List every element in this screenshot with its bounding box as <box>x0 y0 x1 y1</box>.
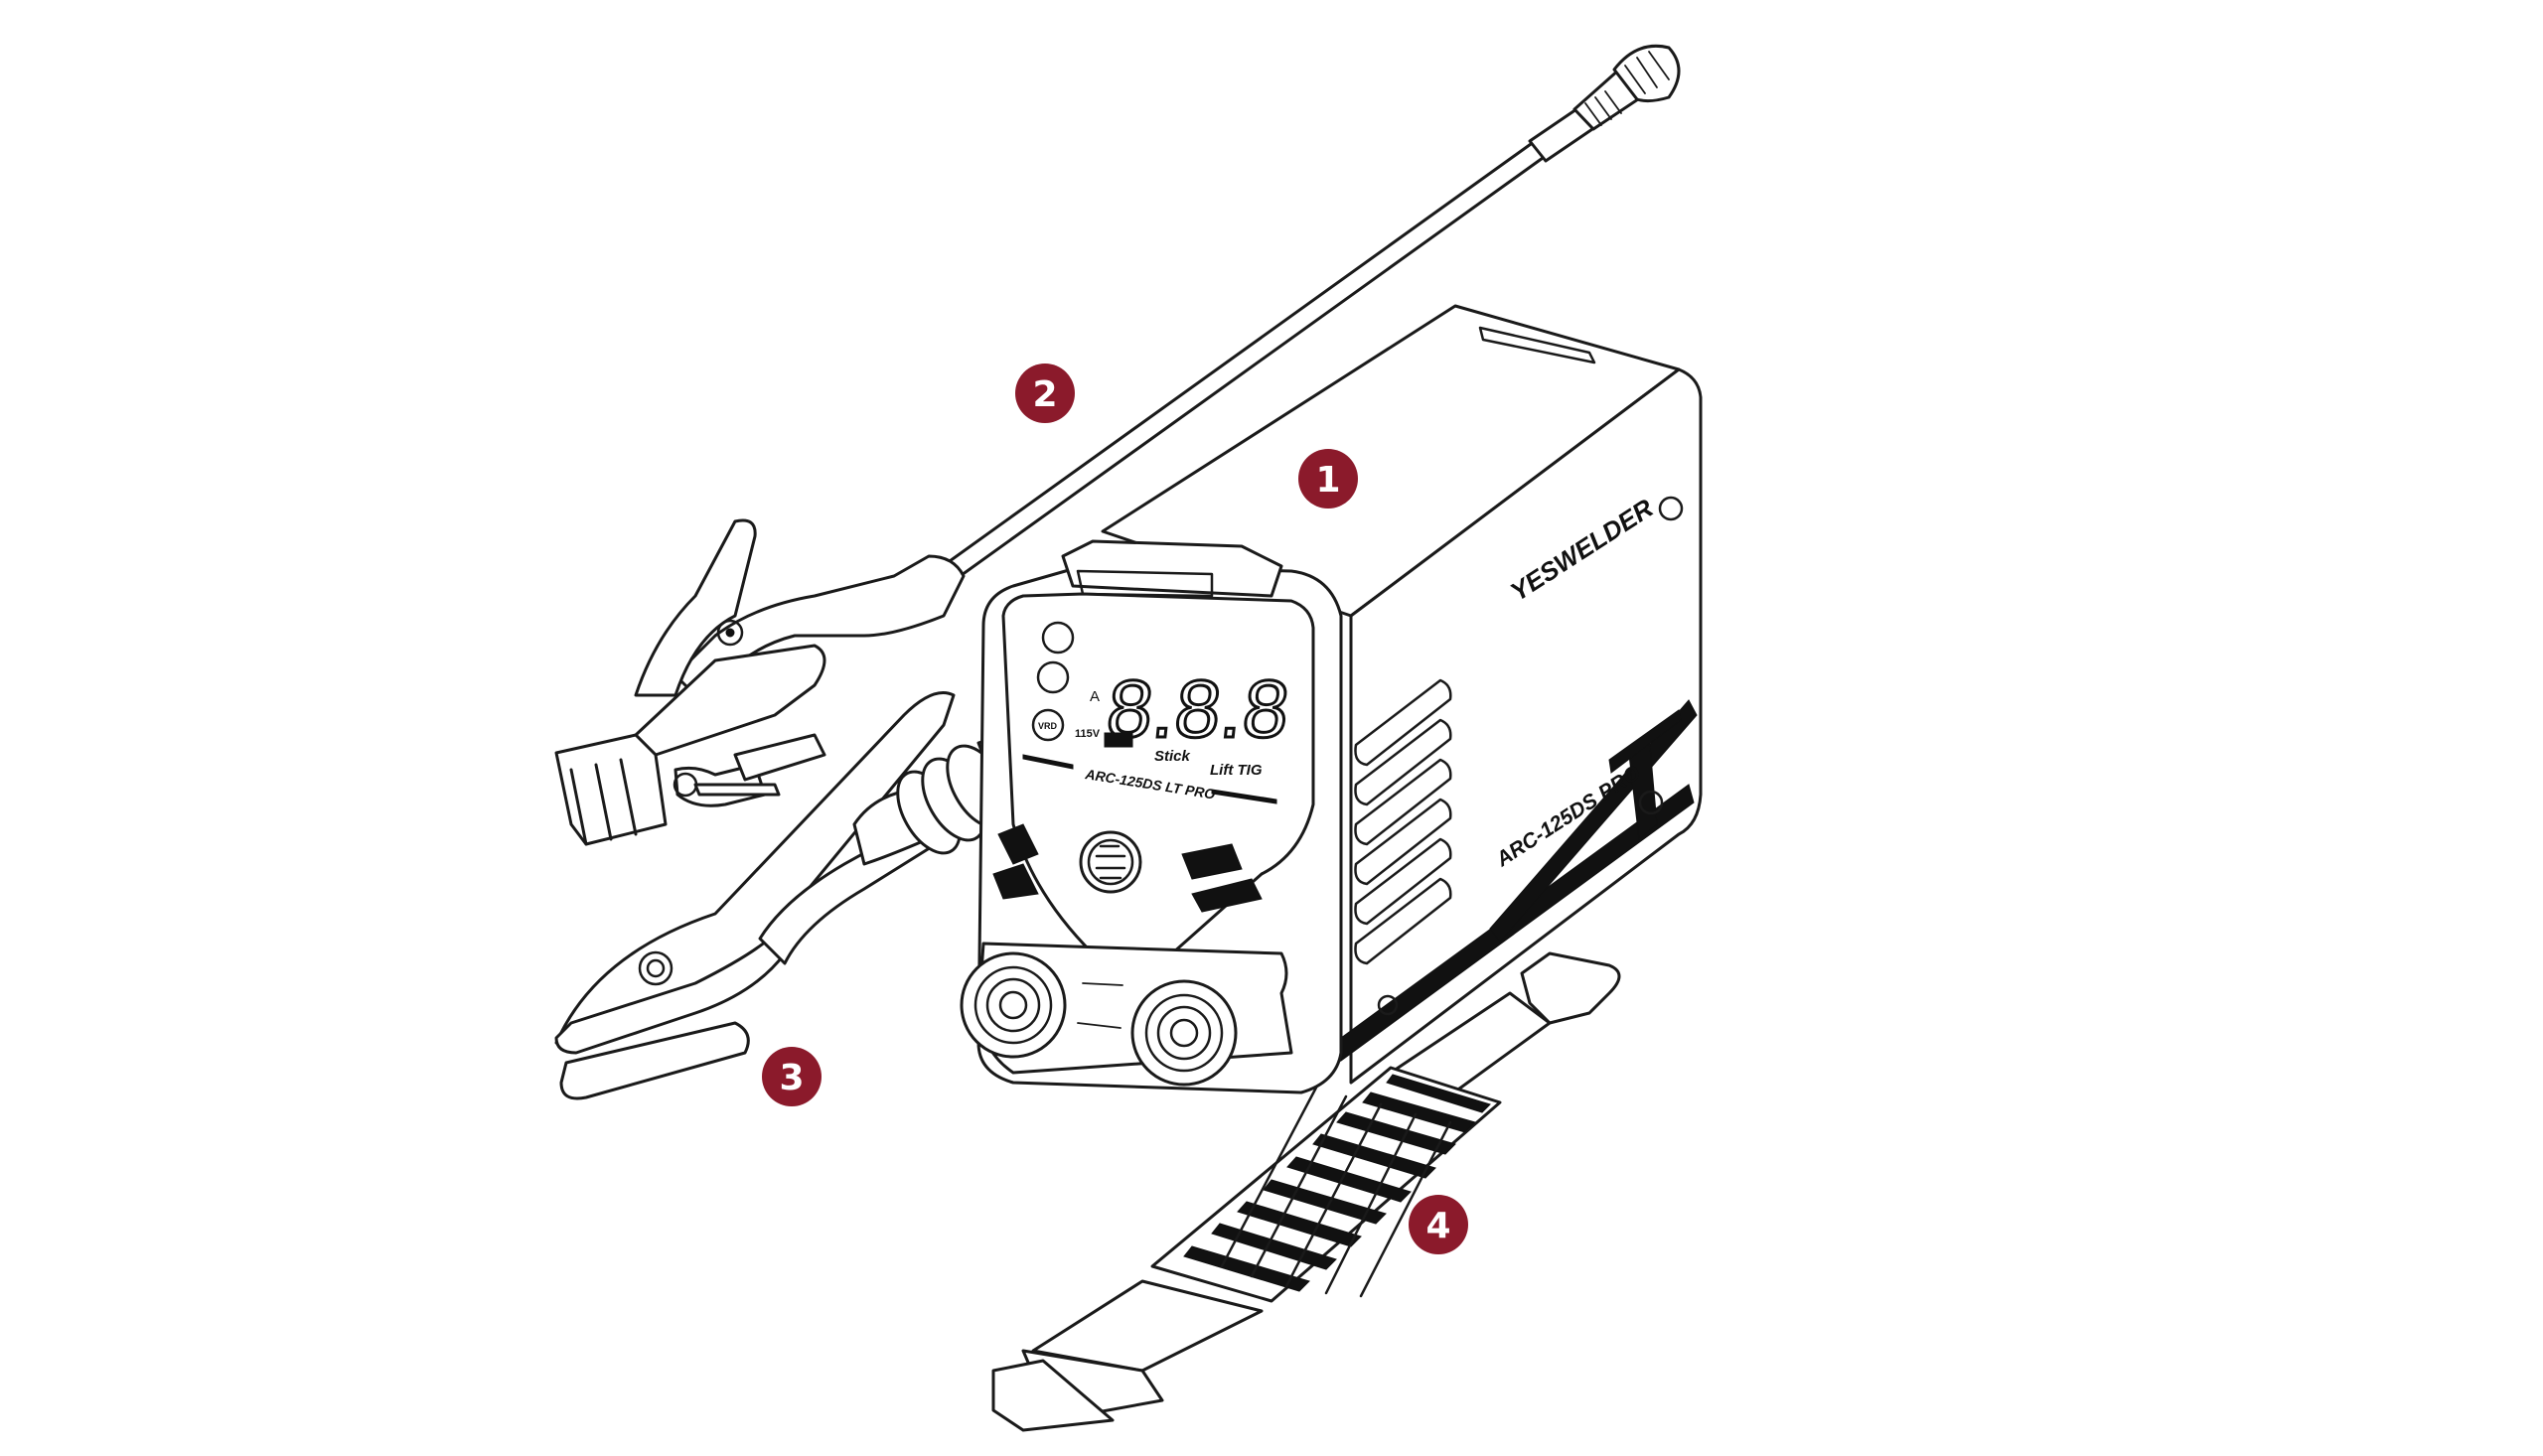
screw-icon <box>1377 994 1399 1016</box>
amp-symbol: A <box>1090 688 1100 705</box>
callout-3-label: 3 <box>779 1058 804 1098</box>
ground-clamp <box>554 518 966 846</box>
menu-button <box>1036 660 1070 694</box>
vrd-indicator <box>1104 732 1133 748</box>
screw-icon <box>1658 496 1684 521</box>
callout-2: 2 <box>1015 364 1075 423</box>
mode-tig-label: Lift TIG <box>1210 762 1263 779</box>
callout-1: 1 <box>1298 449 1358 509</box>
vrd-button-label: VRD <box>1038 721 1058 731</box>
callout-4: 4 <box>1409 1195 1468 1254</box>
callout-4-label: 4 <box>1425 1206 1450 1246</box>
socket-left <box>960 951 1067 1059</box>
digital-display: 8.8.8 <box>1103 664 1293 755</box>
mode-button <box>1041 621 1075 655</box>
control-panel: VRD A 8.8.8 115V Stick Lift TIG ARC-125D… <box>1022 621 1295 804</box>
callout-1-label: 1 <box>1315 460 1340 501</box>
screw-icon <box>1638 790 1664 815</box>
mode-stick-label: Stick <box>1154 748 1191 765</box>
vrd-button <box>1031 708 1065 742</box>
strap-grid <box>1183 1074 1491 1298</box>
electrode-holder-cable <box>902 44 1681 610</box>
amperage-knob <box>1079 830 1142 894</box>
voltage-label: 115V <box>1075 728 1101 740</box>
callout-2-label: 2 <box>1032 374 1057 415</box>
callout-3: 3 <box>762 1047 822 1106</box>
welder-unit: YESWELDER ARC-125DS PRO VRD A 8.8.8 115V… <box>960 304 1703 1094</box>
side-vents <box>1354 678 1452 965</box>
electrode-holder <box>554 691 1025 1100</box>
shoulder-strap <box>991 951 1621 1432</box>
socket-right <box>1130 979 1238 1087</box>
